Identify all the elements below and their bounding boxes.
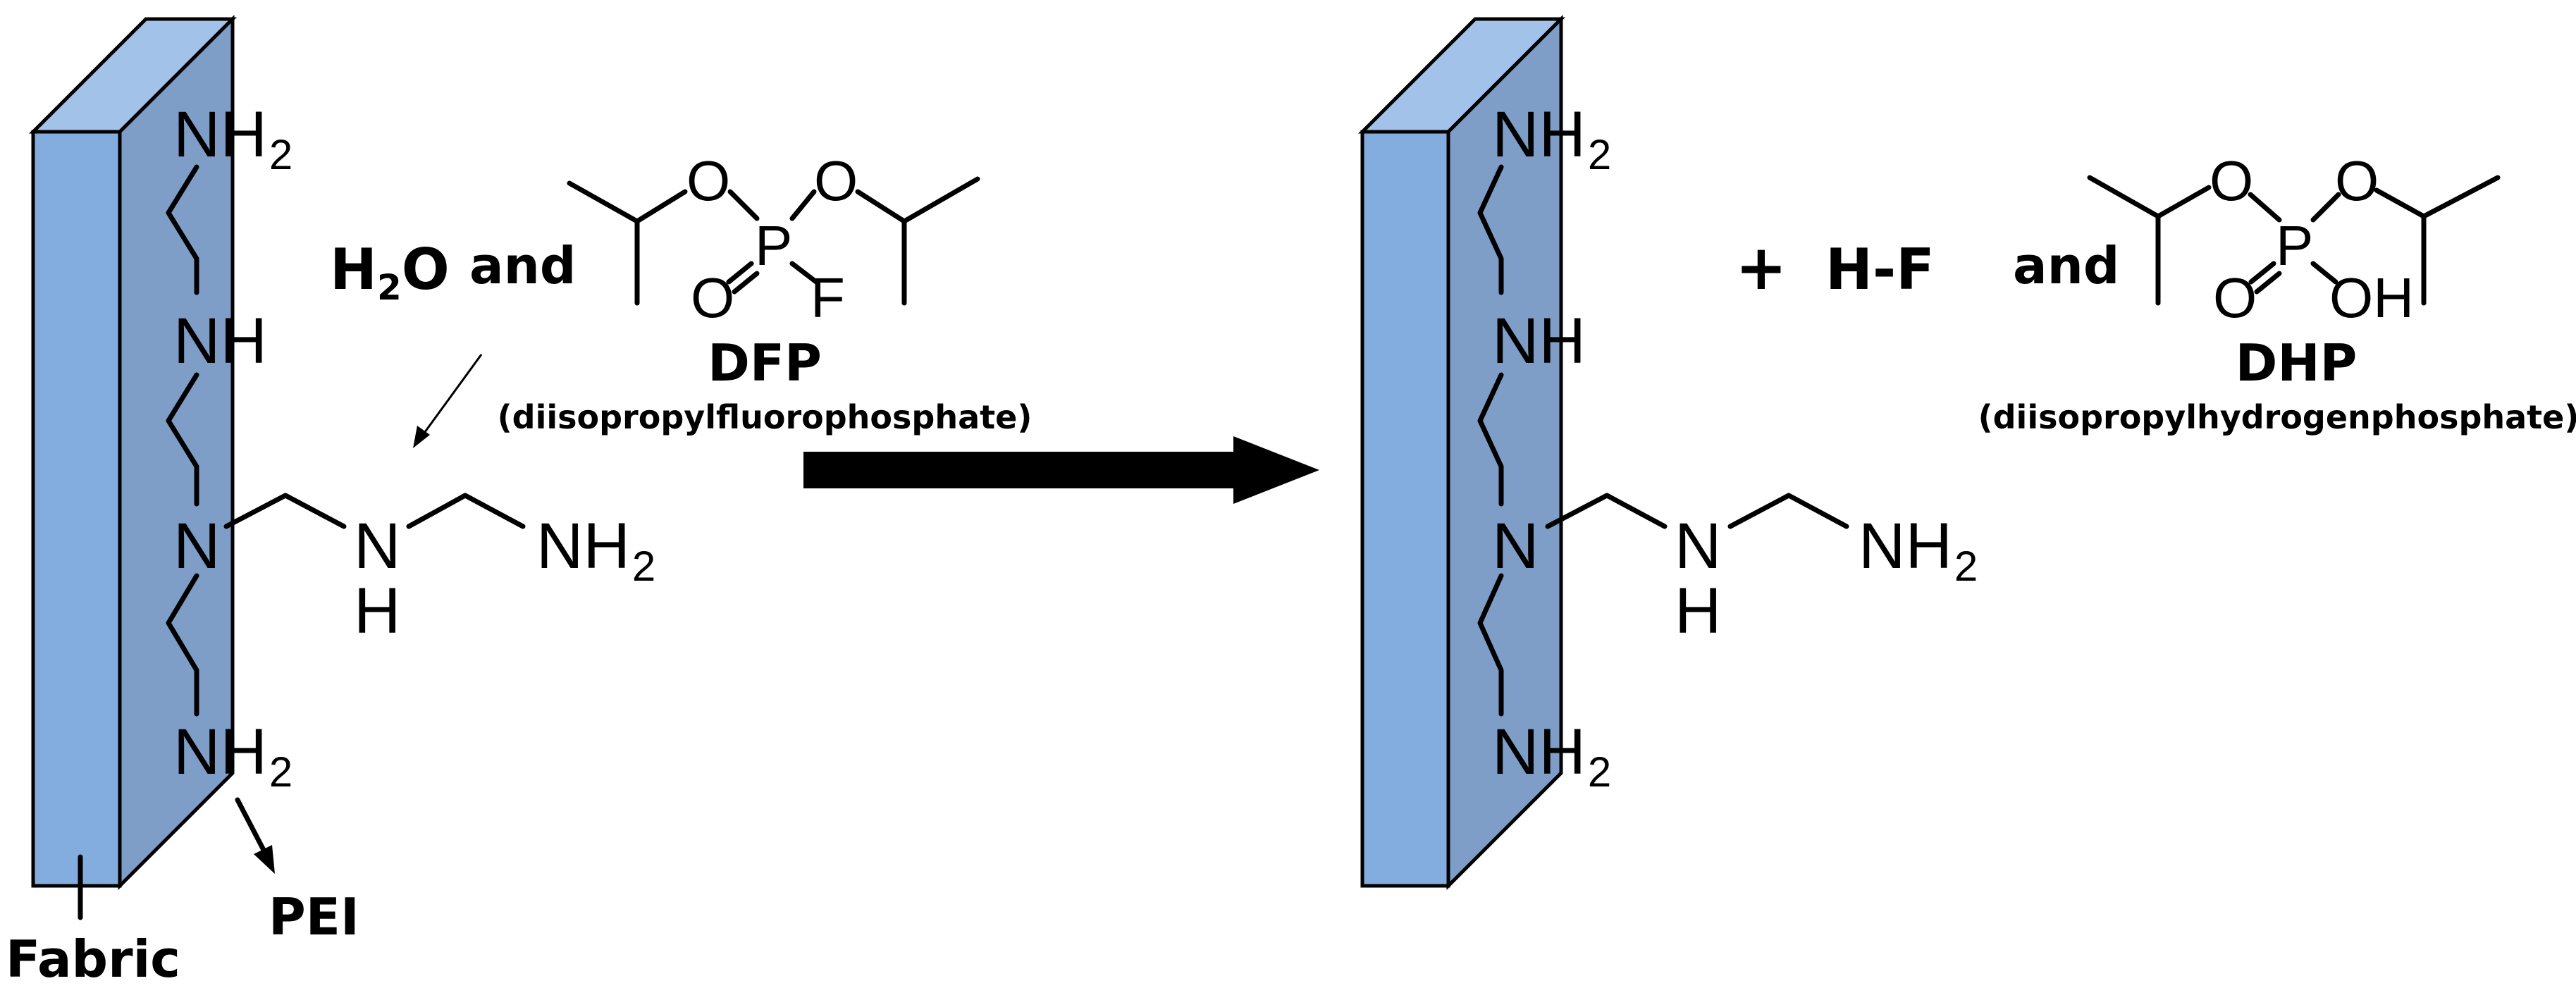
left-chain-n-branch: N — [173, 510, 220, 582]
left-fabric-side-face — [118, 14, 235, 891]
left-branch-h: H — [354, 575, 400, 647]
right-chain-nh2-top: NH2 — [1492, 99, 1611, 178]
dfp-left-isopropyl — [567, 180, 640, 306]
reaction-arrow-head — [1233, 436, 1319, 504]
left-chain-nh-1: NH — [173, 305, 267, 377]
dfp-name: DFP — [708, 333, 822, 393]
dfp-o3: O — [691, 266, 734, 329]
attack-arrow-line — [421, 354, 483, 436]
dhp-o1: O — [2210, 149, 2253, 212]
dhp-name: DHP — [2236, 333, 2358, 393]
dhp-o3: O — [2213, 266, 2257, 329]
dfp-f: F — [811, 266, 845, 329]
dfp-p-o2-bond — [789, 189, 817, 221]
right-chain-nh-1: NH — [1492, 305, 1586, 377]
left-callouts: Fabric PEI — [6, 797, 359, 989]
plus-sign: + — [1735, 231, 1787, 304]
left-branch-n: N — [354, 510, 400, 582]
dfp-p-f-bond — [789, 261, 819, 285]
right-branch-bond-2 — [1727, 493, 1849, 529]
dhp-full-name: (diisopropylhydrogenphosphate) — [1978, 398, 2576, 436]
attack-arrow-head — [413, 426, 430, 448]
left-fabric-panel — [28, 14, 238, 891]
right-fabric-front-face — [1360, 130, 1450, 888]
dhp-left-c-o-bond — [2155, 185, 2212, 219]
right-branch-h: H — [1675, 575, 1721, 647]
dfp-p-o-double-2 — [732, 271, 760, 295]
left-chain-nh2-bottom: NH2 — [173, 716, 292, 796]
left-chain-bond-1 — [166, 164, 199, 295]
fabric-label: Fabric — [6, 930, 180, 989]
dhp-p-o-double-1 — [2248, 261, 2276, 285]
right-pei-chain: NH2 NH N NH2 N H NH2 — [1477, 99, 1978, 796]
dfp-p-o-double-1 — [726, 261, 754, 285]
pei-label: PEI — [269, 887, 359, 946]
dhp-molecule: O P O O OH DHP (diisopropylhydrogenphosp… — [1978, 149, 2576, 436]
left-branch-nh2: NH2 — [536, 510, 655, 590]
hf-product: + H-F and — [1735, 231, 2119, 304]
pei-pointer-arrowhead — [254, 845, 275, 874]
reactant-and-text: and — [469, 236, 576, 295]
dhp-p-o-double-2 — [2254, 271, 2282, 295]
dhp-p: P — [2276, 214, 2313, 277]
left-fabric-front-face — [31, 130, 122, 888]
dfp-o2-c-bond — [855, 189, 907, 224]
right-branch-bond-1 — [1545, 493, 1668, 529]
right-chain-bond-3 — [1477, 573, 1504, 717]
dfp-molecule: O P O O F DFP (diisopropylfluorophosphat… — [498, 149, 1033, 436]
dfp-right-isopropyl — [901, 176, 980, 224]
left-branch-bond-2 — [406, 493, 526, 529]
left-chain-bond-2 — [166, 372, 199, 507]
water-formula: H2O — [330, 237, 450, 308]
dhp-o1-p-bond — [2248, 192, 2282, 223]
dfp-p: P — [755, 214, 792, 277]
attack-arrow — [413, 354, 483, 448]
pei-pointer-arrow-line — [235, 797, 267, 854]
dfp-o1-p-bond — [727, 189, 760, 221]
dhp-p-o2-bond — [2310, 192, 2341, 223]
water-reactant: H2O and — [330, 236, 576, 308]
dhp-o2-c-bond — [2374, 187, 2427, 219]
dhp-right-isopropyl-up — [2421, 175, 2501, 219]
right-chain-bond-1 — [1477, 164, 1504, 295]
left-branch-bond-1 — [223, 493, 347, 529]
reaction-arrow-shaft — [803, 452, 1240, 488]
right-chain-n-branch: N — [1492, 510, 1539, 582]
right-branch-nh2: NH2 — [1859, 510, 1978, 590]
dhp-p-oh-bond — [2310, 261, 2338, 285]
product-and-text: and — [2013, 236, 2119, 295]
right-branch-n: N — [1675, 510, 1721, 582]
reaction-arrow — [803, 436, 1319, 504]
left-pei-chain: NH2 NH N NH2 N H NH2 — [166, 99, 655, 796]
dfp-o2: O — [814, 149, 858, 212]
dfp-left-c-o-bond — [634, 189, 688, 224]
right-chain-bond-2 — [1477, 372, 1504, 507]
left-chain-nh2-top: NH2 — [173, 99, 292, 178]
hf-formula: H-F — [1825, 237, 1935, 302]
right-chain-nh2-bottom: NH2 — [1492, 716, 1611, 796]
right-fabric-side-face — [1446, 14, 1563, 891]
dfp-o1: O — [686, 149, 730, 212]
left-chain-bond-3 — [166, 573, 199, 717]
dhp-o2: O — [2335, 149, 2379, 212]
dhp-oh: OH — [2329, 266, 2414, 329]
right-fabric-panel — [1357, 14, 1566, 891]
dfp-full-name: (diisopropylfluorophosphate) — [498, 398, 1033, 436]
